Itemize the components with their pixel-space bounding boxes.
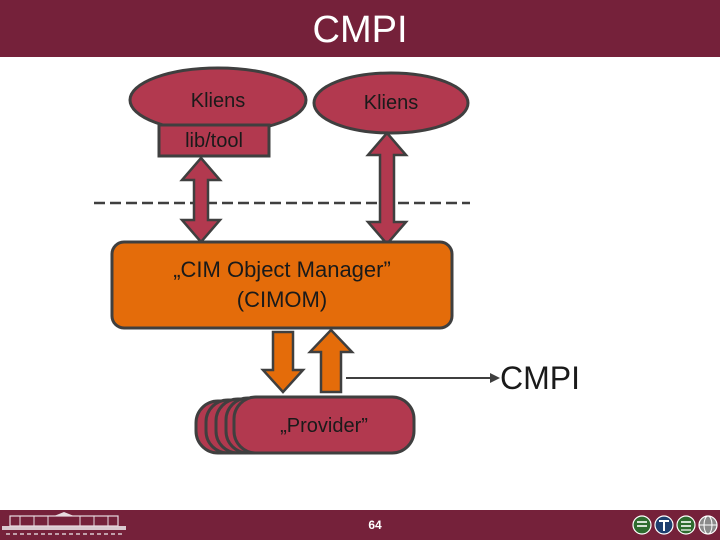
- cimom-label-line1: „CIM Object Manager”: [173, 257, 391, 282]
- t-logo-icon[interactable]: [654, 515, 674, 535]
- client-left-label: Kliens: [190, 90, 246, 112]
- client-right-ellipse: [312, 71, 470, 135]
- cimom-label-line2: (CIMOM): [236, 287, 328, 312]
- provider-label: „Provider”: [280, 415, 368, 437]
- double-arrow-right: [365, 131, 409, 246]
- lib-tool-label: lib/tool: [185, 130, 243, 152]
- slide-title: CMPI: [312, 9, 408, 51]
- up-arrow: [307, 328, 355, 394]
- lib-tool-box: [157, 123, 271, 158]
- university-building-logo: [2, 512, 126, 535]
- globe-icon[interactable]: [698, 515, 718, 535]
- cmpi-label: CMPI: [500, 360, 580, 396]
- list-icon[interactable]: [632, 515, 652, 535]
- cimom-box: [110, 240, 454, 330]
- footer-icon-group: [632, 515, 718, 535]
- down-arrow: [260, 330, 306, 394]
- page-number: 64: [368, 518, 382, 532]
- provider-front: [232, 395, 416, 455]
- footer-bar: [0, 510, 720, 540]
- cmpi-pointer-head: [490, 373, 500, 383]
- title-bar: [0, 0, 720, 57]
- menu-icon[interactable]: [676, 515, 696, 535]
- client-right-label: Kliens: [363, 92, 419, 114]
- double-arrow-left: [179, 156, 223, 244]
